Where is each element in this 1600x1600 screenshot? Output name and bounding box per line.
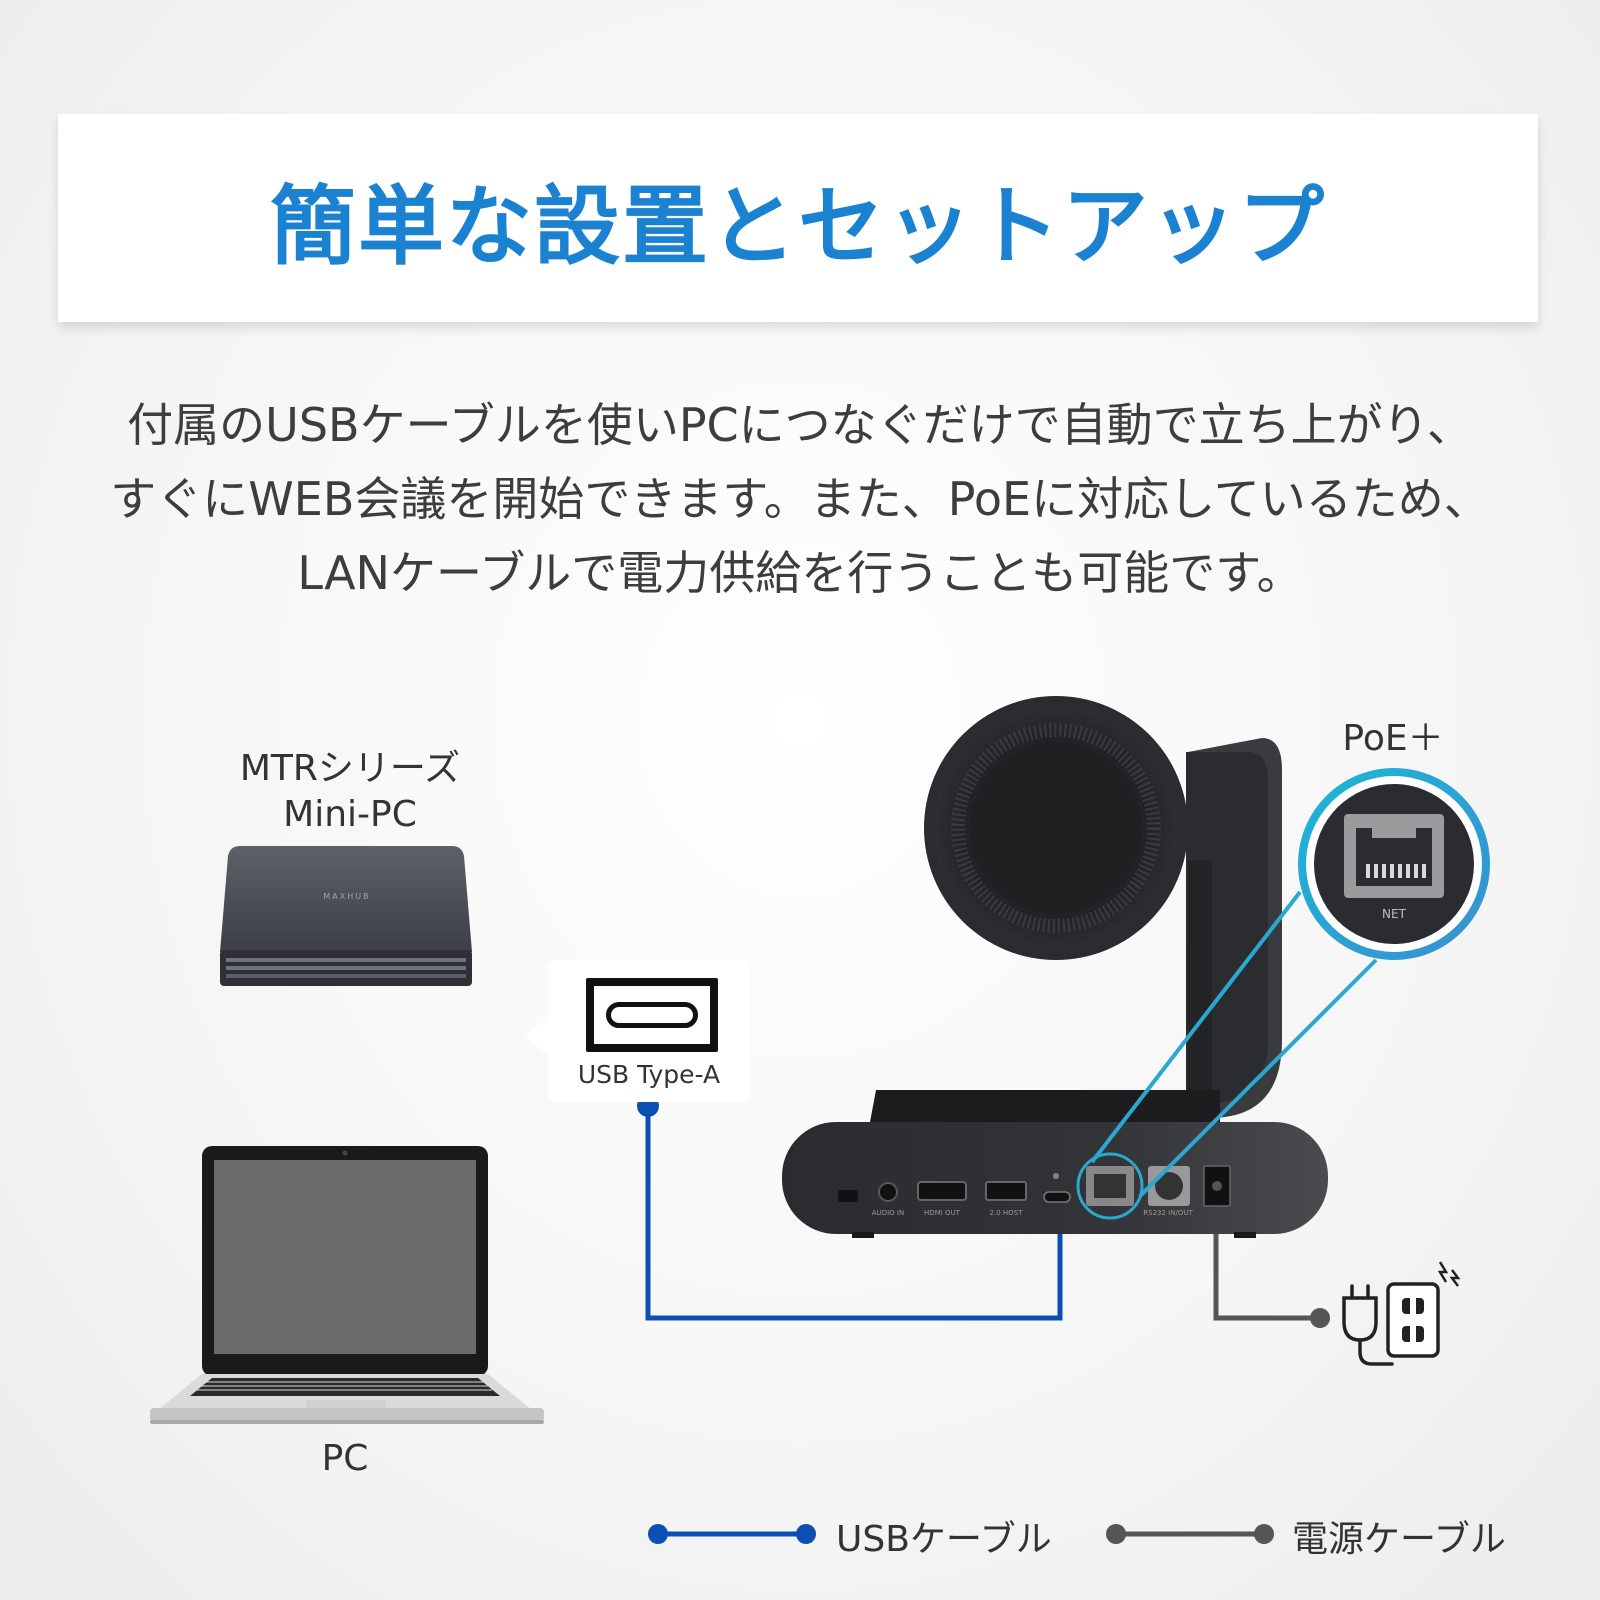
legend-usb-label: USBケーブル — [836, 1519, 1052, 1560]
title-banner: 簡単な設置とセットアップ — [58, 114, 1538, 322]
page-title: 簡単な設置とセットアップ — [270, 176, 1326, 277]
net-label: NET — [1382, 907, 1407, 921]
usb-port-icon — [586, 978, 718, 1052]
callout-pointer — [524, 1016, 550, 1056]
power-cable — [1213, 1216, 1330, 1328]
mini-pc-label: MTRシリーズ Mini-PC — [210, 746, 490, 838]
port-label-hdmi: HDMI OUT — [924, 1209, 961, 1217]
port-label-audio: AUDIO IN — [872, 1209, 904, 1217]
description: 付属のUSBケーブルを使いPCにつなぐだけで自動で立ち上がり、 すぐにWEB会議… — [60, 388, 1540, 610]
description-line: 付属のUSBケーブルを使いPCにつなぐだけで自動で立ち上がり、 — [127, 398, 1473, 452]
ptz-camera — [870, 696, 1282, 1122]
poe-label: PoE＋ — [1342, 718, 1444, 759]
mini-pc-label-line2: Mini-PC — [283, 794, 417, 835]
mini-pc-label-line1: MTRシリーズ — [239, 748, 461, 789]
camera-base: AUDIO IN HDMI OUT 2.0 HOST RS232 IN/OUT — [782, 1122, 1328, 1238]
poe-zoom: NET — [1298, 768, 1490, 960]
outlet-icon — [1386, 1261, 1461, 1358]
legend-power-line — [1106, 1524, 1274, 1544]
poe-leader-lines — [1090, 890, 1378, 1198]
port-label-rs232: RS232 IN/OUT — [1143, 1209, 1193, 1217]
usb-type-a-callout: USB Type-A — [524, 960, 750, 1102]
power-plug-icon — [1342, 1284, 1394, 1366]
legend-usb-line — [648, 1524, 816, 1544]
legend-power-label: 電源ケーブル — [1292, 1519, 1506, 1560]
mini-pc-brand: MAXHUB — [323, 892, 370, 901]
description-line: すぐにWEB会議を開始できます。また、PoEに対応しているため、 — [110, 472, 1490, 526]
usb-type-label: USB Type-A — [577, 1060, 721, 1089]
description-line: LANケーブルで電力供給を行うことも可能です。 — [297, 546, 1303, 600]
port-label-host: 2.0 HOST — [990, 1209, 1024, 1217]
mini-pc: MAXHUB — [220, 846, 472, 986]
pc-label: PC — [321, 1438, 369, 1479]
laptop — [150, 1146, 544, 1424]
